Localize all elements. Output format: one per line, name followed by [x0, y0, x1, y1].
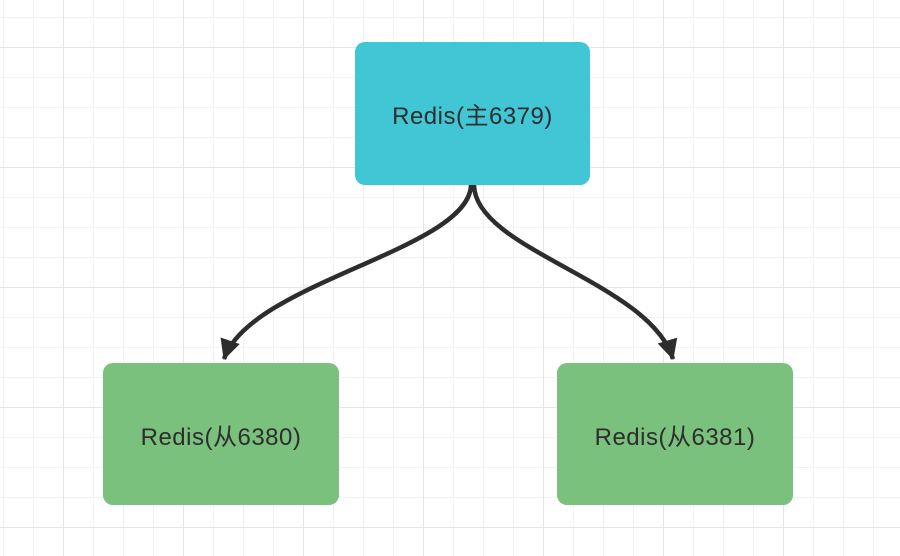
node-redis-slave-6380[interactable]: Redis(从6380)	[103, 363, 339, 505]
edge-master-to-slave-6381[interactable]	[471, 184, 678, 360]
node-redis-slave-6381-label: Redis(从6381)	[594, 423, 756, 451]
node-redis-master-label: Redis(主6379)	[392, 103, 553, 130]
node-redis-slave-6380-label: Redis(从6380)	[140, 423, 302, 451]
edge-master-to-slave-6380[interactable]	[220, 184, 474, 360]
node-redis-master[interactable]: Redis(主6379)	[355, 42, 590, 185]
node-redis-slave-6381[interactable]: Redis(从6381)	[557, 363, 793, 505]
